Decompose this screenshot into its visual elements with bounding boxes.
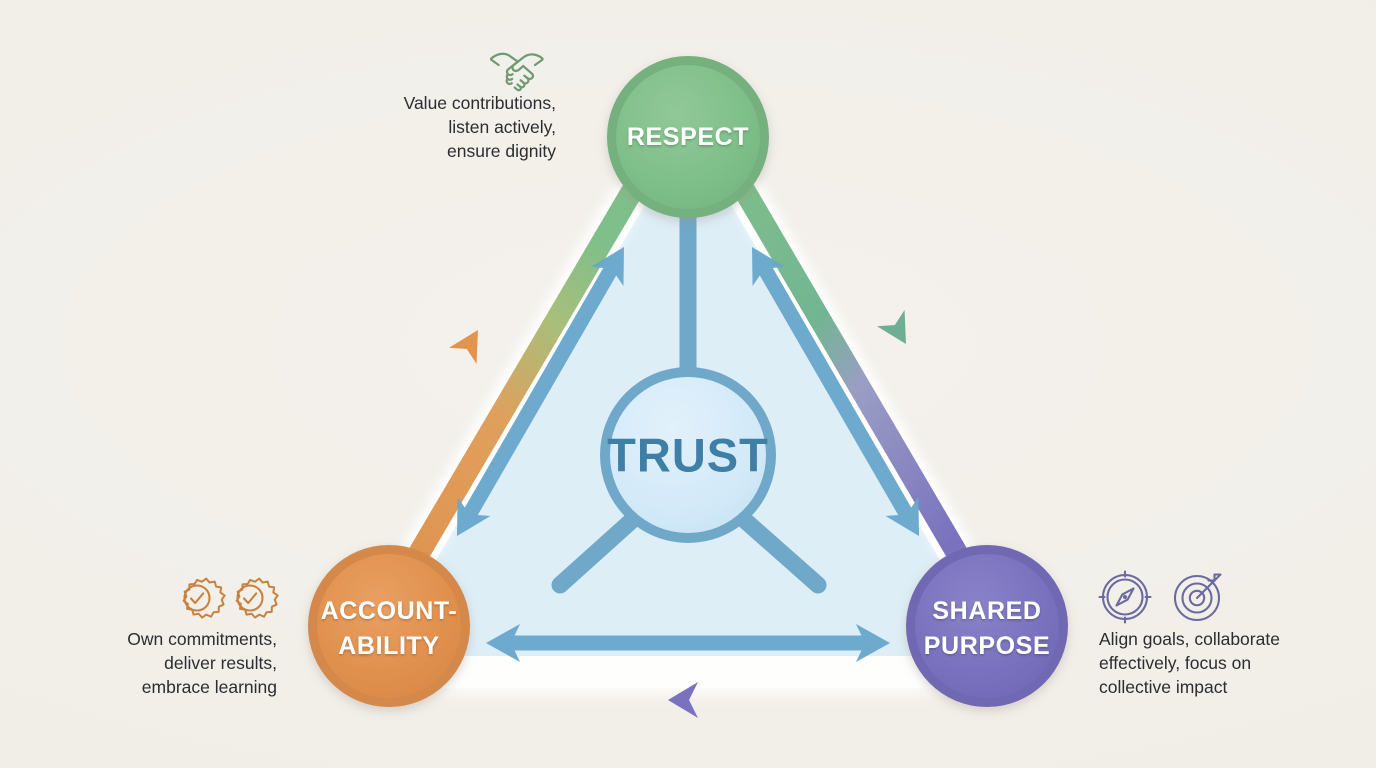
trust-center-label: TRUST bbox=[607, 429, 769, 482]
node-respect[interactable]: RESPECT bbox=[607, 56, 769, 218]
caption-shared-purpose-line1: Align goals, collaborate bbox=[1099, 629, 1280, 649]
target-arrow-icon bbox=[1173, 573, 1222, 622]
compass-icon bbox=[1098, 570, 1152, 624]
caption-respect-line1: Value contributions, bbox=[404, 93, 556, 113]
caption-accountability: Own commitments, deliver results, embrac… bbox=[127, 629, 277, 697]
caption-respect-line2: listen actively, bbox=[448, 117, 556, 137]
node-respect-label: RESPECT bbox=[627, 123, 749, 151]
node-accountability-label-line1: ACCOUNT- bbox=[321, 597, 458, 625]
arrowhead-to-shared-purpose bbox=[876, 310, 906, 344]
gear-check-icon-2 bbox=[235, 577, 279, 619]
caption-accountability-line3: embrace learning bbox=[142, 677, 277, 697]
trust-center-node[interactable]: TRUST bbox=[600, 367, 776, 543]
inner-arrows bbox=[457, 247, 919, 662]
arrowhead-to-accountability bbox=[668, 682, 698, 718]
caption-shared-purpose: Align goals, collaborate effectively, fo… bbox=[1099, 629, 1280, 697]
node-shared-purpose[interactable]: SHARED PURPOSE bbox=[906, 545, 1068, 707]
caption-respect: Value contributions, listen actively, en… bbox=[404, 93, 557, 161]
caption-accountability-line2: deliver results, bbox=[164, 653, 277, 673]
node-shared-purpose-label-line1: SHARED bbox=[932, 597, 1041, 625]
caption-respect-line3: ensure dignity bbox=[447, 141, 556, 161]
inner-arrow-respect-shared-purpose bbox=[752, 247, 919, 536]
handshake-icon bbox=[490, 52, 544, 92]
node-accountability-label-line2: ABILITY bbox=[338, 632, 439, 660]
outer-edge-arrowheads bbox=[448, 310, 906, 718]
caption-shared-purpose-line2: effectively, focus on bbox=[1099, 653, 1251, 673]
gear-check-icon-1 bbox=[182, 577, 226, 619]
caption-shared-purpose-line3: collective impact bbox=[1099, 677, 1228, 697]
inner-arrow-accountability-respect bbox=[457, 247, 624, 536]
edge-respect-to-shared-purpose bbox=[722, 160, 999, 617]
caption-accountability-line1: Own commitments, bbox=[127, 629, 277, 649]
inner-arrow-accountability-shared-purpose bbox=[486, 624, 890, 662]
node-accountability[interactable]: ACCOUNT- ABILITY bbox=[308, 545, 470, 707]
arrowhead-to-respect bbox=[448, 330, 478, 364]
node-shared-purpose-label-line2: PURPOSE bbox=[924, 632, 1050, 660]
